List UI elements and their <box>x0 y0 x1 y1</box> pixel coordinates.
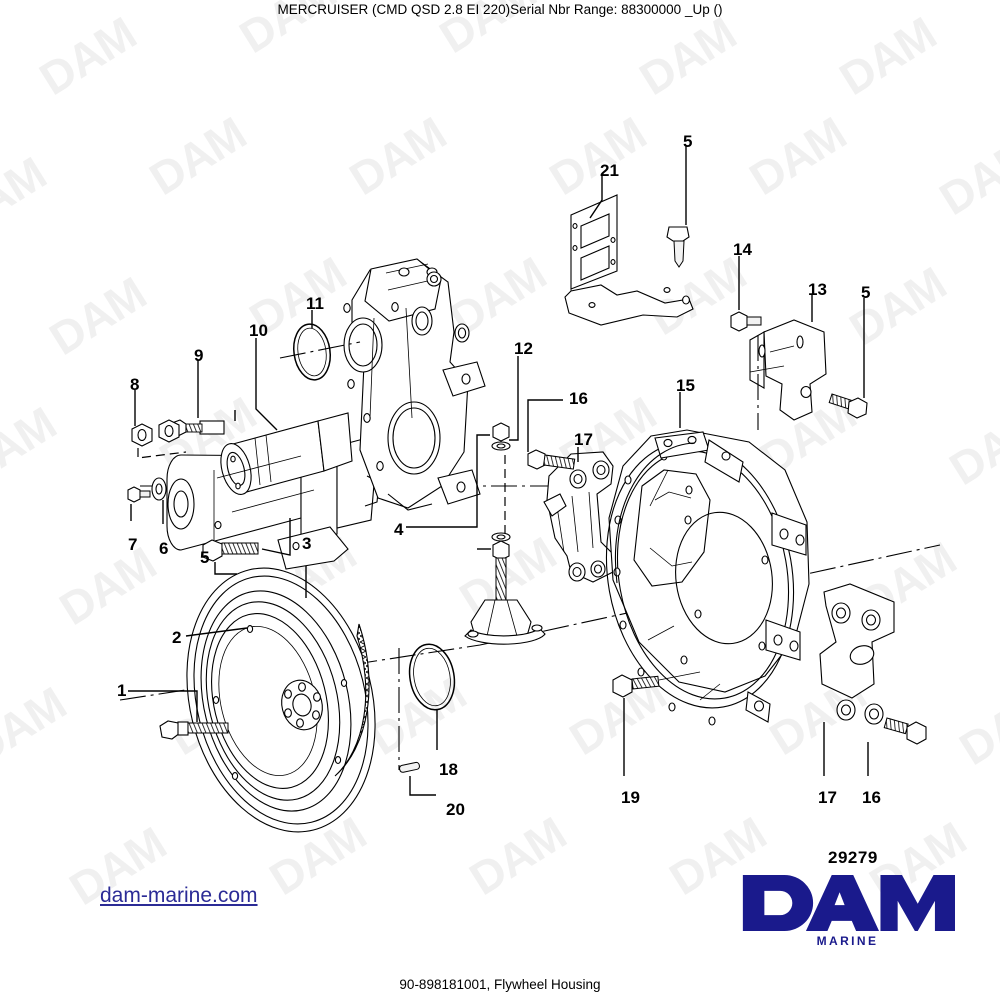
dam-logo <box>740 872 955 939</box>
callout-number-16: 16 <box>569 389 588 408</box>
part-washer <box>151 477 167 501</box>
part-engine-mount <box>464 422 546 645</box>
callout-number-8: 8 <box>130 375 140 394</box>
callout-number-5: 5 <box>861 283 871 302</box>
part-flywheel-housing <box>605 429 810 726</box>
part-bolt-5-starter <box>202 539 259 562</box>
callout-number-17: 17 <box>574 430 593 449</box>
callout-number-6: 6 <box>159 539 169 558</box>
part-bolt-16-center <box>527 449 576 470</box>
part-hex-nuts <box>131 419 187 459</box>
part-support-bracket-13 <box>749 319 827 421</box>
callout-number-18: 18 <box>439 760 458 779</box>
part-front-housing <box>343 258 486 511</box>
callout-number-5: 5 <box>200 548 210 567</box>
part-bolt-16-right <box>883 717 927 745</box>
callout-number-20: 20 <box>446 800 465 819</box>
dam-logo-subtitle: MARINE <box>816 934 879 948</box>
callout-number-10: 10 <box>249 321 268 340</box>
callout-number-9: 9 <box>194 346 204 365</box>
diagram-code: 29279 <box>828 848 878 867</box>
callout-number-19: 19 <box>621 788 640 807</box>
callout-number-14: 14 <box>733 240 752 259</box>
part-bolt-5-top <box>666 226 690 268</box>
footer-caption: 90-898181001, Flywheel Housing <box>399 977 601 992</box>
site-url-link[interactable]: dam-marine.com <box>100 884 258 907</box>
part-small-bolt <box>127 486 151 503</box>
callout-number-2: 2 <box>172 628 182 647</box>
callout-number-5: 5 <box>683 132 693 151</box>
callout-number-3: 3 <box>302 534 312 553</box>
part-dowel-pin <box>399 761 420 773</box>
part-shield-plate <box>564 194 694 326</box>
part-bolt-14 <box>730 311 762 332</box>
part-starter-motor <box>166 412 380 570</box>
callout-number-21: 21 <box>600 161 619 180</box>
callout-number-16: 16 <box>862 788 881 807</box>
part-flywheel-bolt <box>159 720 229 740</box>
part-bolt-19 <box>612 674 660 698</box>
part-o-ring-18 <box>408 643 456 711</box>
part-flywheel <box>186 567 376 833</box>
callout-number-12: 12 <box>514 339 533 358</box>
callout-number-4: 4 <box>394 520 404 539</box>
page-title: MERCRUISER (CMD QSD 2.8 EI 220)Serial Nb… <box>277 2 723 17</box>
callout-number-17: 17 <box>818 788 837 807</box>
callout-number-11: 11 <box>306 294 324 313</box>
dam-logo-mark <box>742 875 955 931</box>
callout-number-1: 1 <box>117 681 127 700</box>
callout-number-15: 15 <box>676 376 695 395</box>
callout-number-7: 7 <box>128 535 138 554</box>
part-mount-bracket-17 <box>543 451 616 583</box>
callout-number-13: 13 <box>808 280 827 299</box>
part-bolt-5-right <box>828 393 868 419</box>
part-mount-bracket-17-right <box>819 583 895 725</box>
